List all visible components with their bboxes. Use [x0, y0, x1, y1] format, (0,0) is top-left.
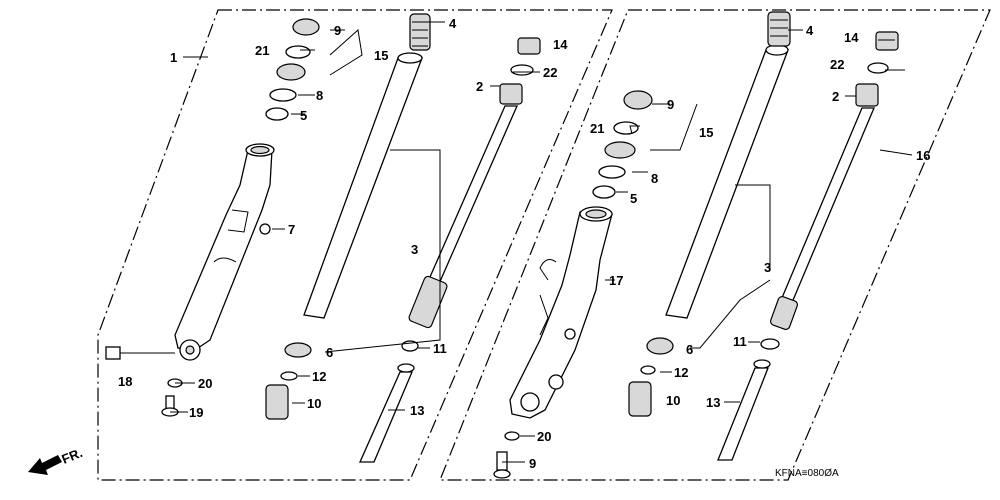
- diagram-code: KFNA≡080ØA: [775, 468, 839, 479]
- callout-3: 3: [764, 260, 771, 275]
- front-direction-label: FR.: [60, 445, 85, 467]
- callout-11: 11: [733, 334, 747, 349]
- front-direction-indicator: FR.: [28, 445, 85, 475]
- left-assembly-frame: [97, 9, 613, 481]
- front-arrow-icon: [28, 455, 62, 475]
- callout-18: 18: [118, 374, 132, 389]
- callout-21: 21: [590, 121, 604, 136]
- callout-20: 20: [537, 429, 551, 444]
- callout-19: 19: [189, 405, 203, 420]
- callout-7: 7: [288, 222, 295, 237]
- callout-15: 15: [699, 125, 713, 140]
- right-assembly-frame: [439, 9, 991, 481]
- callout-22: 22: [830, 57, 844, 72]
- callout-6: 6: [686, 342, 693, 357]
- callout-5: 5: [630, 191, 637, 206]
- callout-14: 14: [553, 37, 568, 52]
- right-leader-lines: [502, 29, 913, 463]
- callout-13: 13: [410, 403, 424, 418]
- callout-12: 12: [674, 365, 688, 380]
- callout-5: 5: [300, 108, 307, 123]
- callout-8: 8: [651, 171, 658, 186]
- callout-3: 3: [411, 242, 418, 257]
- callout-16: 16: [916, 148, 930, 163]
- callout-4: 4: [806, 23, 814, 38]
- callout-22: 22: [543, 65, 557, 80]
- callout-14: 14: [844, 30, 859, 45]
- left-leader-lines: [170, 21, 540, 413]
- callout-1: 1: [170, 50, 177, 65]
- callout-13: 13: [706, 395, 720, 410]
- right-fork-leg: [493, 11, 899, 479]
- callout-15: 15: [374, 48, 388, 63]
- callout-20: 20: [198, 376, 212, 391]
- callout-10: 10: [666, 393, 680, 408]
- left-fork-leg: [105, 13, 541, 463]
- callout-21: 21: [255, 43, 269, 58]
- callout-2: 2: [832, 89, 839, 104]
- callout-9: 9: [529, 456, 536, 471]
- callout-10: 10: [307, 396, 321, 411]
- callout-12: 12: [312, 369, 326, 384]
- callout-4: 4: [449, 16, 457, 31]
- callout-11: 11: [433, 341, 447, 356]
- callouts-left: 1 9 21 15 8 5 7 4 3 6 14 2 22 11 12 10 1…: [118, 16, 568, 420]
- callout-9: 9: [667, 97, 674, 112]
- callout-2: 2: [476, 79, 483, 94]
- callout-17: 17: [609, 273, 623, 288]
- callouts-right: 4 14 22 2 9 21 15 8 5 16 3 17 6 11 12 10…: [529, 23, 930, 471]
- callout-6: 6: [326, 345, 333, 360]
- callout-8: 8: [316, 88, 323, 103]
- callout-9: 9: [334, 23, 341, 38]
